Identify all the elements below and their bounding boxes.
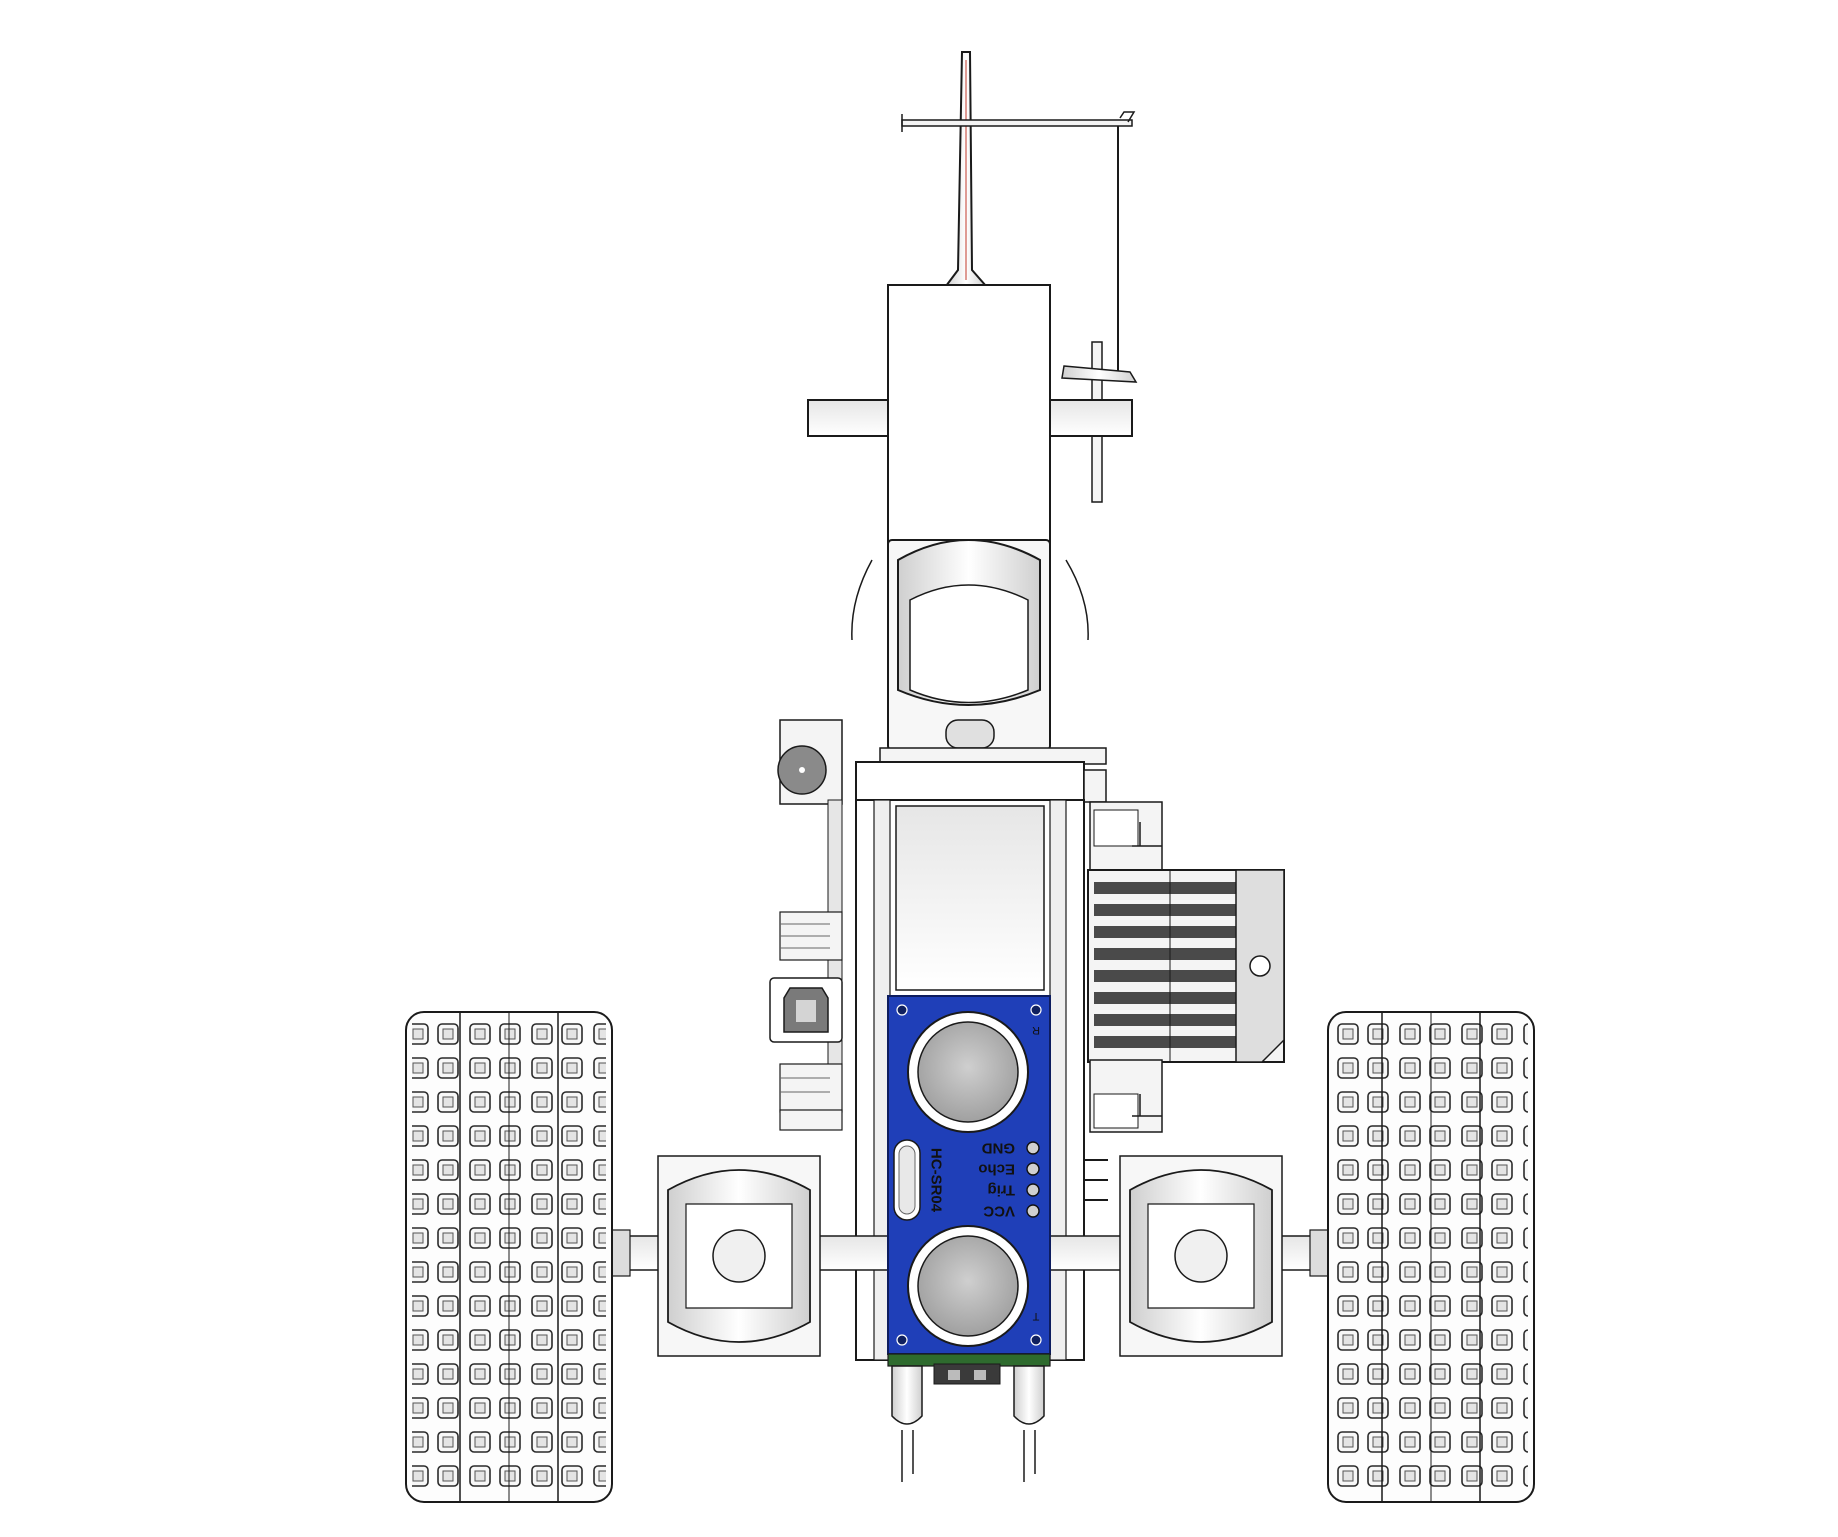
right-wheel: [1327, 1011, 1535, 1503]
ultrasonic-sensor: GND Echo Trig VCC HC-SR04 R T: [887, 995, 1051, 1367]
receiver-transducer: [907, 1011, 1029, 1133]
crystal-oscillator: [893, 1139, 921, 1221]
pin-label-vcc: VCC: [983, 1203, 1015, 1220]
antenna-mast: [944, 51, 989, 287]
left-header-pins: [779, 1063, 843, 1131]
chassis-top-plate: [855, 747, 1107, 803]
left-motor: [657, 1155, 821, 1357]
pin-label-trig: Trig: [987, 1182, 1015, 1199]
transmitter-mark: T: [1032, 1310, 1039, 1322]
left-wheel: [405, 1011, 613, 1503]
pin-label-echo: Echo: [978, 1161, 1015, 1178]
right-switch-top: [1089, 801, 1163, 875]
caster-housing: [851, 539, 1089, 751]
sensor-model-label: HC-SR04: [928, 1148, 945, 1213]
servo-horn-bar: [901, 111, 1136, 372]
right-led: [1013, 1365, 1045, 1482]
usb-port: [769, 977, 843, 1043]
transmitter-transducer: [907, 1225, 1029, 1347]
receiver-mark: R: [1032, 1024, 1040, 1036]
left-buzzer-module: [777, 719, 843, 805]
bottom-connector: [933, 1363, 1001, 1385]
left-side-rails: [779, 799, 843, 1101]
ribbon-stripes: [1094, 882, 1264, 1048]
right-motor: [1119, 1155, 1283, 1357]
servo-body: [887, 284, 1051, 544]
pin-label-gnd: GND: [982, 1140, 1016, 1157]
ribbon-cable-connector: [1087, 869, 1285, 1063]
right-switch-bottom: [1084, 1059, 1163, 1201]
pin-holes: [1026, 1141, 1040, 1218]
left-led: [891, 1365, 923, 1482]
